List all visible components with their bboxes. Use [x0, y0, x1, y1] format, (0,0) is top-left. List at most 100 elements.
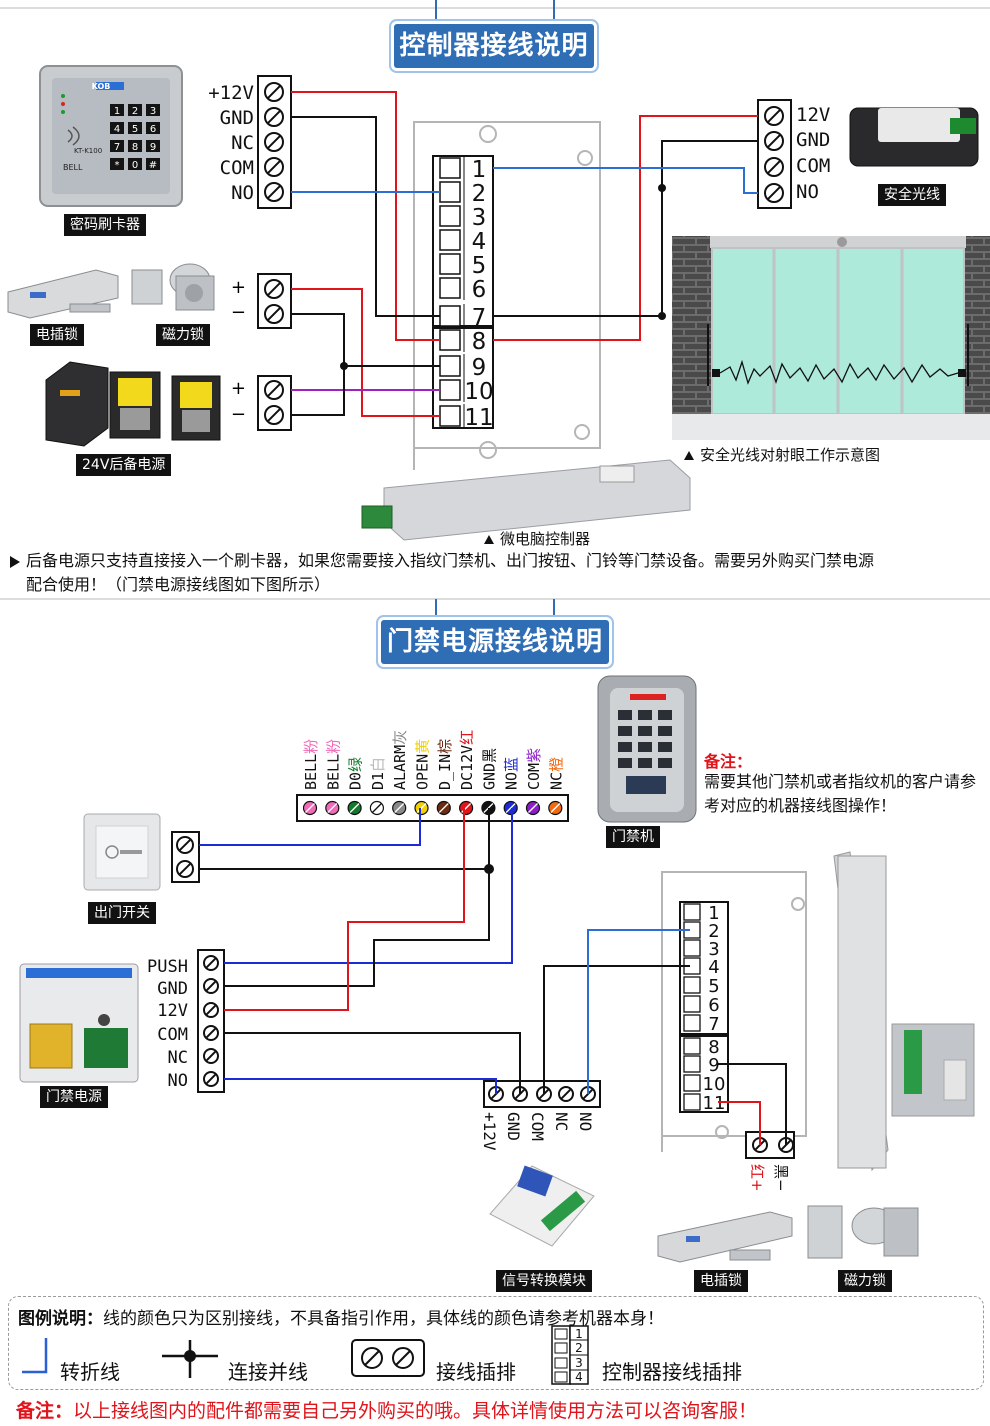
legend-item-junction: 连接并线: [228, 1360, 308, 1384]
access-terminal-name: BELL: [324, 754, 342, 790]
access-terminal-dot: [414, 800, 429, 816]
power-terminal-screws: [203, 955, 219, 1087]
access-terminal-color: 橙: [547, 757, 565, 772]
svg-text:4: 4: [114, 124, 120, 135]
controller2-pin-label: 4: [708, 957, 719, 978]
terminal-screw: [264, 82, 284, 102]
lock-red-label: 红+: [748, 1164, 766, 1192]
caption-controller-text: 微电脑控制器: [500, 530, 591, 548]
exit-terminal-screws: [176, 836, 194, 878]
controller-pin: 9: [439, 354, 487, 381]
access-terminal-color: 灰: [391, 730, 409, 745]
terminal-screw: [203, 955, 219, 971]
access-terminal-name: ALARM: [391, 745, 409, 790]
bolt-lock-image: [7, 269, 119, 319]
controller2-pin: 10: [683, 1074, 726, 1095]
lock-black-label: 黑−: [772, 1164, 790, 1192]
safety-term-label: 12V: [796, 104, 830, 126]
backup-note-line2: 配合使用！（门禁电源接线图如下图所示）: [26, 575, 331, 594]
controller-pin-label: 8: [472, 329, 487, 355]
access-terminal-dot: [548, 800, 563, 816]
footer-note: 备注：以上接线图内的配件都需要自己另外购买的哦。具体详情使用方法可以咨询客服！: [16, 1396, 757, 1423]
terminal-screw: [264, 380, 284, 400]
legend-item-terminal: 接线插排: [436, 1360, 516, 1384]
access-terminal-name: BELL: [302, 754, 320, 790]
controller-pin: 7: [439, 304, 487, 331]
svg-text:0: 0: [132, 160, 138, 171]
relay-term-label: +12V: [480, 1112, 499, 1151]
controller-pin-label: 6: [472, 277, 487, 303]
footer-label: 备注：: [16, 1400, 74, 1422]
access-terminal-name: NC: [547, 772, 565, 790]
footer-text: 以上接线图内的配件都需要自己另外购买的哦。具体详情使用方法可以咨询客服！: [73, 1400, 758, 1422]
right-triangle-icon: [10, 555, 20, 568]
access-terminal-color: 紫: [525, 748, 543, 763]
svg-text:1: 1: [114, 106, 120, 117]
safety-term-label: NO: [796, 181, 819, 203]
remark-title: 备注：: [704, 752, 753, 771]
access-terminal-dot: [369, 800, 384, 816]
junction-dot: [484, 864, 494, 874]
access-terminal-label: COM紫: [525, 748, 543, 790]
keypad-term-label: NO: [231, 182, 254, 204]
terminal-screw: [203, 1002, 219, 1018]
controller-pin-label: 7: [472, 305, 487, 331]
legend-controller-strip-icon: [551, 1325, 589, 1385]
keypad-term-label: GND: [220, 107, 254, 129]
label-safety-beam: 安全光线: [878, 184, 946, 206]
access-terminal-label: DC12V红: [458, 730, 476, 790]
terminal-screw: [203, 1048, 219, 1064]
controller2-pin: 11: [683, 1093, 725, 1114]
power-term-label: PUSH: [147, 957, 188, 977]
keypad-term-label: +12V: [208, 82, 254, 104]
access-terminal-color: 黑: [480, 748, 498, 763]
controller2-pin: 4: [683, 957, 720, 978]
lock-terminal-screws: [264, 279, 284, 324]
terminal-screw: [764, 157, 784, 177]
backup-plus-label: +: [231, 378, 246, 399]
controller-pin-label: 9: [472, 355, 487, 381]
legend-turn-line-icon: [22, 1338, 48, 1374]
lock-plus-label: +: [231, 277, 246, 298]
access-terminal-label: D_IN棕: [436, 739, 454, 790]
access-terminal-name: GND: [480, 763, 498, 790]
terminal-screw: [176, 860, 194, 878]
relay-term-label: NO: [576, 1112, 595, 1131]
label-relay-module: 信号转换模块: [496, 1270, 592, 1292]
access-terminal-color: 粉: [302, 739, 320, 754]
access-terminal-label: OPEN黄: [414, 739, 432, 790]
label-mag-lock-2: 磁力锁: [838, 1270, 892, 1292]
section-title-power: 门禁电源接线说明: [381, 620, 609, 664]
access-terminal-dot: [325, 800, 340, 816]
terminal-screw: [264, 304, 284, 324]
terminal-screw: [203, 1071, 219, 1087]
controller2-pin: 7: [683, 1014, 720, 1035]
legend-heading: 图例说明：线的颜色只为区别接线，不具备指引作用，具体线的颜色请参考机器本身！: [18, 1304, 664, 1329]
power-term-label: COM: [157, 1025, 188, 1045]
relay-term-label: GND: [504, 1112, 523, 1141]
svg-text:2: 2: [132, 106, 138, 117]
access-terminal-name: D1: [369, 772, 387, 790]
keypad-bell-label: BELL: [63, 163, 83, 172]
controller2-pin: 9: [683, 1055, 720, 1076]
legend-item-controller-strip: 控制器接线插排: [602, 1360, 742, 1384]
label-access-machine: 门禁机: [606, 826, 660, 848]
keypad-model: KT-K100: [74, 147, 102, 155]
mag-lock2-image: [807, 1205, 919, 1259]
label-bolt-lock-2: 电插锁: [694, 1270, 748, 1292]
controller-pin-label: 1: [472, 157, 487, 183]
label-mag-lock: 磁力锁: [156, 324, 210, 346]
controller2-pin-label: 7: [708, 1014, 719, 1035]
keypad-brand: KOB: [92, 82, 111, 91]
lock-minus-label: −: [231, 302, 246, 323]
controller-pin-label: 4: [472, 229, 487, 255]
svg-text:3: 3: [150, 106, 156, 117]
controller2-pin-label: 10: [703, 1074, 726, 1095]
access-terminal-label: BELL粉: [302, 739, 320, 790]
relay-module-image: [489, 1165, 595, 1247]
svg-text:*: *: [115, 160, 120, 171]
controller-pin: 4: [439, 228, 487, 255]
safety-term-label: GND: [796, 129, 830, 151]
safety-terminal-screws: [764, 106, 784, 203]
